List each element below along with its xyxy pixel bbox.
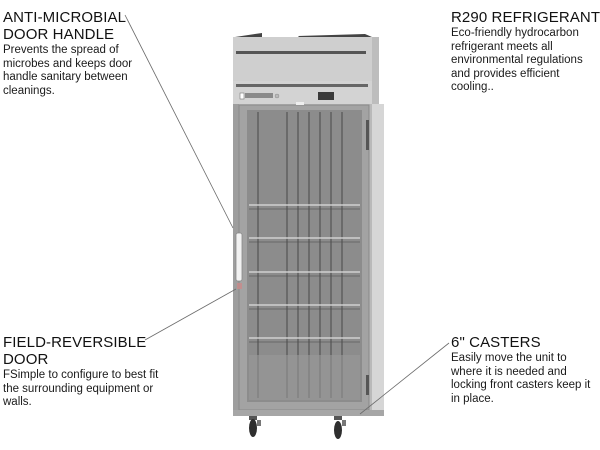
title-line-1: ANTI-MICROBIAL	[3, 9, 127, 26]
callout-body: Easily move the unit to where it is need…	[451, 352, 591, 405]
leader-line-door	[144, 288, 237, 341]
title-line-1: FIELD-REVERSIBLE	[3, 334, 147, 351]
title-line-2: DOOR HANDLE	[3, 26, 115, 43]
leader-lines	[124, 14, 450, 415]
callout-body: Eco-friendly hydrocarbon refrigerant mee…	[451, 27, 583, 93]
leader-line-handle	[124, 14, 234, 229]
caster-right	[334, 416, 346, 439]
callout-r290-refrigerant: R290 REFRIGERANT Eco-friendly hydrocarbo…	[451, 9, 600, 95]
callout-title: 6" CASTERS	[451, 334, 541, 351]
callout-title: FIELD-REVERSIBLE DOOR	[3, 334, 163, 368]
callout-body: Prevents the spread of microbes and keep…	[3, 44, 133, 97]
callout-body: FSimple to configure to best fit the sur…	[3, 369, 159, 408]
casters	[233, 410, 384, 439]
callout-field-reversible-door: FIELD-REVERSIBLE DOOR FSimple to configu…	[3, 334, 163, 410]
leader-line-casters	[359, 342, 450, 415]
callout-casters: 6" CASTERS Easily move the unit to where…	[451, 334, 600, 406]
callout-title: R290 REFRIGERANT	[451, 9, 600, 26]
glass-door	[238, 102, 370, 411]
door-handle[interactable]	[235, 232, 243, 289]
callout-title: ANTI-MICROBIAL DOOR HANDLE	[3, 9, 163, 43]
callout-anti-microbial-handle: ANTI-MICROBIAL DOOR HANDLE Prevents the …	[3, 9, 163, 98]
caster-left	[249, 416, 261, 437]
title-line-2: DOOR	[3, 351, 49, 368]
control-panel	[233, 81, 379, 104]
